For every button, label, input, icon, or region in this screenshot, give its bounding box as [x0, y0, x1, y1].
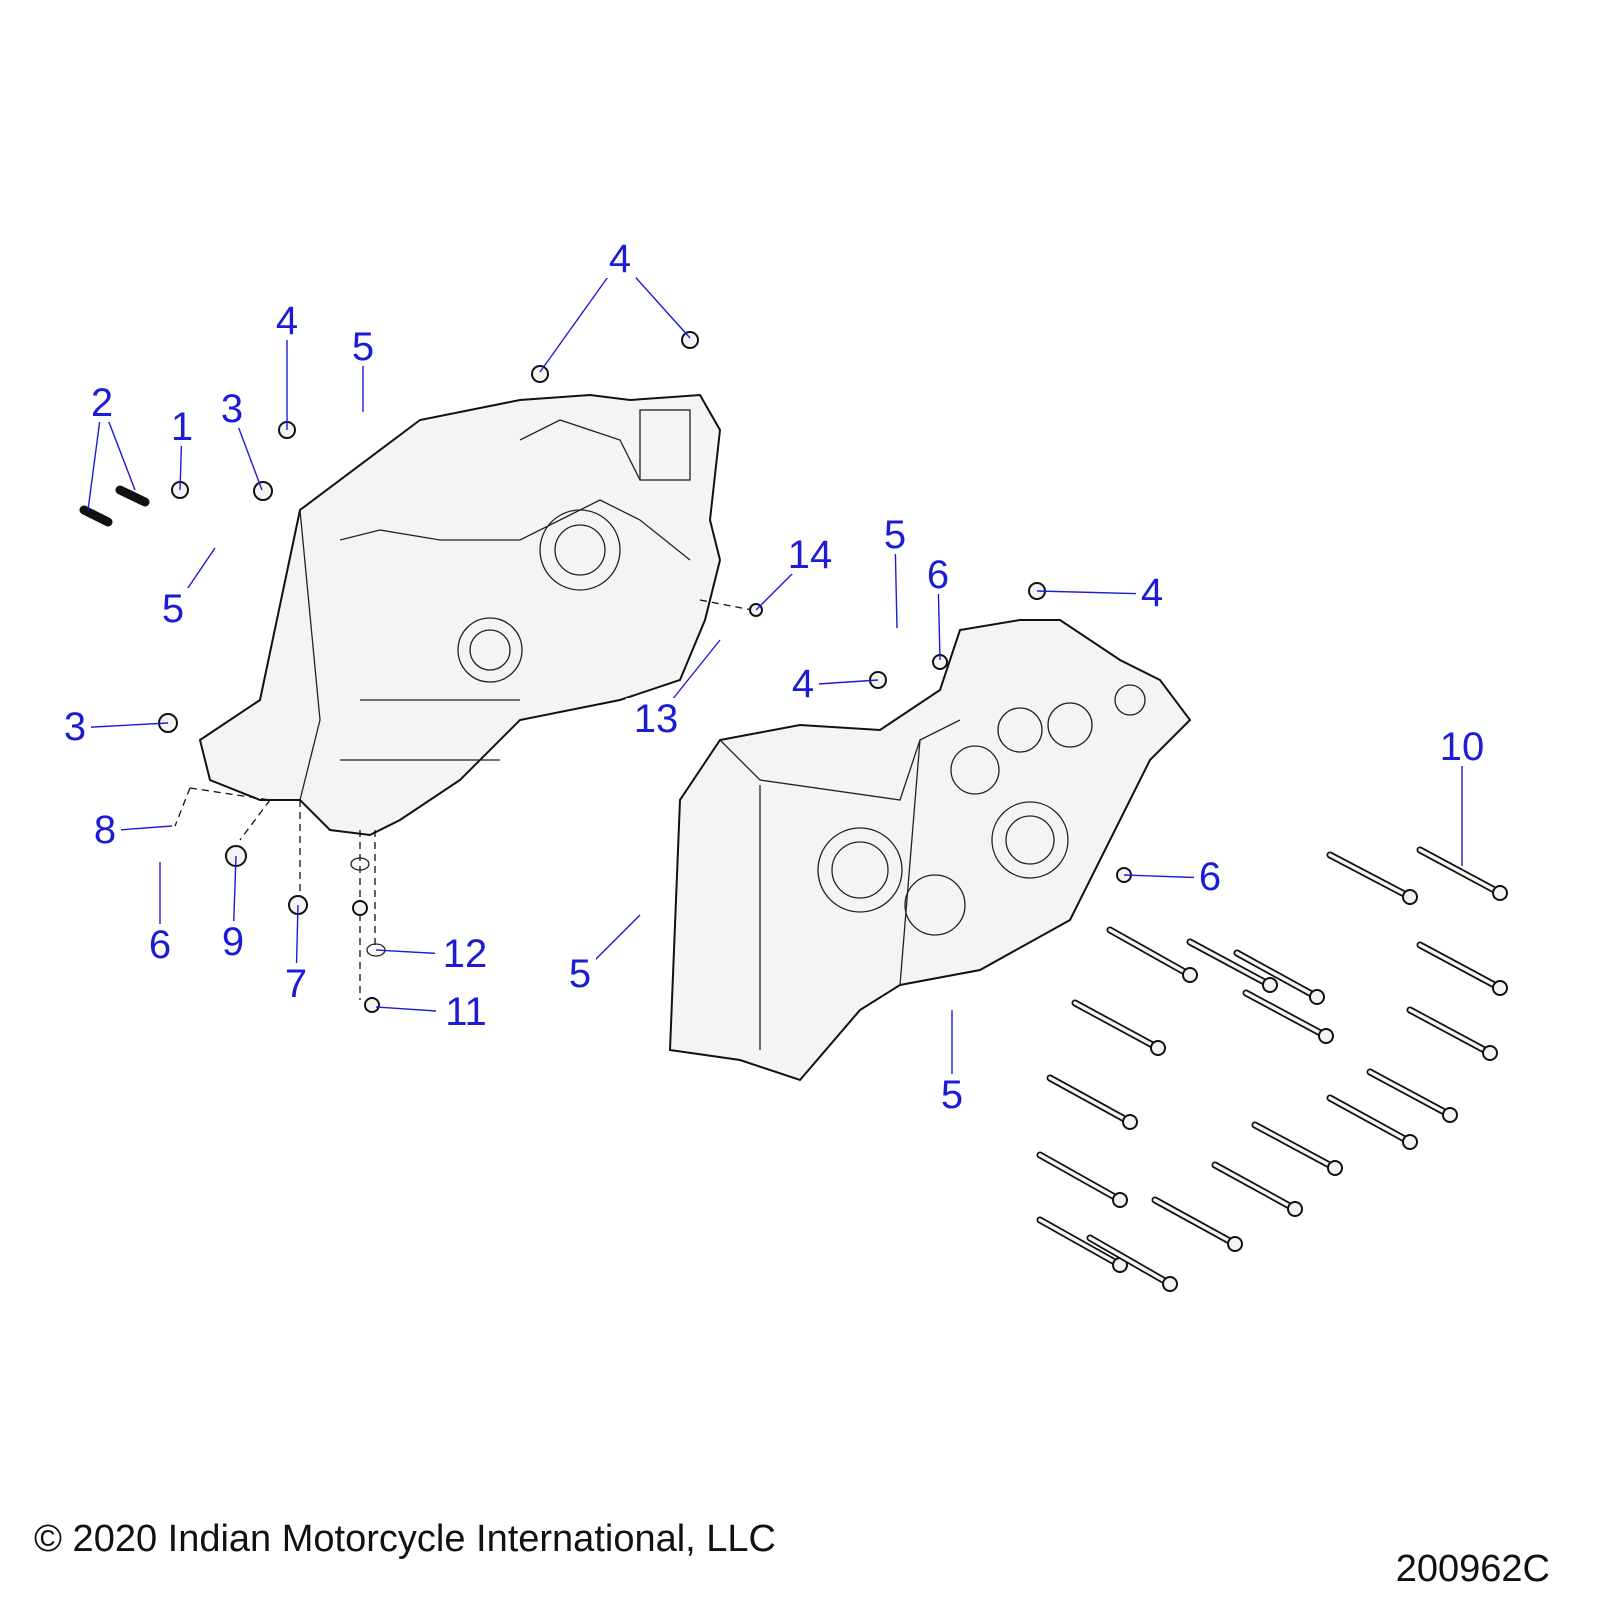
- callout-14[interactable]: 14: [755, 533, 840, 611]
- dowel-pin-icon: [79, 505, 113, 527]
- bolt-icon: [1211, 1161, 1303, 1217]
- callout-5[interactable]: 5: [564, 914, 641, 996]
- callout-label: 5: [162, 587, 184, 631]
- bolt-icon: [1151, 1196, 1243, 1252]
- callout-label: 4: [792, 662, 814, 706]
- callout-label: 12: [443, 932, 488, 976]
- bolt-icon: [1233, 949, 1325, 1005]
- callout-label: 8: [94, 808, 116, 852]
- bolt-icon: [1366, 1068, 1458, 1123]
- callout-label: 5: [352, 325, 374, 369]
- left-crankcase: [174, 393, 753, 1000]
- small-parts: [79, 331, 1132, 1013]
- callout-label: 9: [222, 920, 244, 964]
- part-icon: [364, 997, 380, 1013]
- callout-6[interactable]: 6: [144, 862, 176, 967]
- bolt-icon: [1086, 1234, 1178, 1292]
- callout-5[interactable]: 5: [157, 547, 216, 631]
- part-icon: [352, 900, 368, 916]
- callout-label: 5: [941, 1073, 963, 1117]
- bolt-icon: [1186, 938, 1278, 993]
- callout-label: 14: [788, 533, 833, 577]
- callout-label: 4: [1141, 571, 1163, 615]
- callout-label: 3: [221, 387, 243, 431]
- callout-9[interactable]: 9: [217, 855, 249, 964]
- callout-label: 6: [149, 923, 171, 967]
- callout-label: 5: [884, 513, 906, 557]
- callout-label: 13: [634, 697, 679, 741]
- bolt-icon: [1416, 941, 1508, 996]
- callout-label: 4: [609, 237, 631, 281]
- bolt-icon: [1251, 1121, 1343, 1176]
- bolt-icon: [1242, 989, 1334, 1044]
- bolt-icon: [1046, 1074, 1138, 1130]
- callout-label: 10: [1440, 725, 1485, 769]
- bolt-icon: [1326, 851, 1418, 905]
- callout-1[interactable]: 1: [166, 405, 198, 491]
- callout-5[interactable]: 5: [879, 513, 911, 629]
- callout-13[interactable]: 13: [626, 639, 721, 741]
- part-icon: [681, 331, 699, 349]
- callout-3[interactable]: 3: [59, 705, 169, 749]
- bolt-icon: [1036, 1216, 1128, 1273]
- dowel-pin-icon: [115, 485, 150, 507]
- bolt-group: [1036, 846, 1508, 1292]
- callout-10[interactable]: 10: [1432, 725, 1492, 866]
- callout-label: 1: [171, 405, 193, 449]
- callout-6[interactable]: 6: [922, 553, 954, 661]
- callout-12[interactable]: 12: [375, 932, 495, 976]
- document-number: 200962C: [1395, 1548, 1550, 1590]
- callout-8[interactable]: 8: [89, 808, 173, 852]
- callout-label: 11: [445, 990, 487, 1034]
- leader-line: [539, 259, 621, 373]
- callout-4[interactable]: 4: [271, 299, 303, 430]
- bolt-icon: [1071, 999, 1166, 1056]
- callout-5[interactable]: 5: [347, 325, 379, 412]
- callout-label: 2: [91, 381, 113, 425]
- callout-4[interactable]: 4: [787, 662, 879, 706]
- part-icon: [253, 481, 273, 501]
- callout-label: 7: [285, 962, 307, 1006]
- bolt-icon: [1416, 846, 1508, 901]
- callout-label: 5: [569, 952, 591, 996]
- leader-line: [1036, 590, 1153, 595]
- callout-7[interactable]: 7: [280, 904, 312, 1006]
- bolt-icon: [1106, 926, 1198, 983]
- callout-11[interactable]: 11: [375, 990, 496, 1034]
- callout-2[interactable]: 2: [86, 381, 136, 511]
- bolt-icon: [1036, 1151, 1128, 1208]
- callout-label: 4: [276, 299, 298, 343]
- callout-3[interactable]: 3: [216, 387, 263, 491]
- bolt-icon: [1326, 1094, 1418, 1150]
- washer-icon: [350, 857, 370, 871]
- callout-4[interactable]: 4: [1036, 571, 1168, 615]
- callout-5[interactable]: 5: [936, 1010, 968, 1117]
- callout-label: 3: [64, 705, 86, 749]
- bolt-icon: [1406, 1006, 1498, 1061]
- part-icon: [531, 365, 549, 383]
- callout-label: 6: [1199, 855, 1221, 899]
- callout-label: 6: [927, 553, 949, 597]
- callout-6[interactable]: 6: [1123, 855, 1226, 899]
- copyright-text: © 2020 Indian Motorcycle International, …: [34, 1518, 776, 1560]
- right-crankcase: [668, 619, 1192, 1082]
- callout-4[interactable]: 4: [539, 237, 691, 373]
